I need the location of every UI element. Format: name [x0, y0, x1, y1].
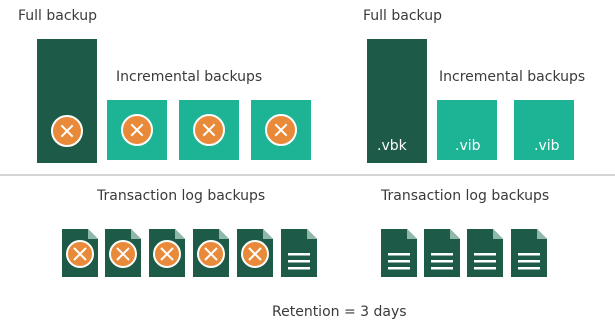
left-incremental-block-2: [179, 100, 239, 160]
section-divider: [0, 174, 615, 176]
right-incremental-block-1: .vib: [437, 100, 497, 160]
right-full-backup-label: Full backup: [363, 8, 442, 24]
deleted-x-icon: [193, 114, 225, 146]
vib-extension-label: .vib: [455, 138, 481, 154]
left-incremental-backups-label: Incremental backups: [116, 69, 263, 85]
retention-caption: Retention = 3 days: [272, 304, 407, 320]
log-file-icon: [467, 229, 503, 277]
vib-extension-label: .vib: [534, 138, 560, 154]
log-file-deleted-icon: [237, 229, 273, 277]
log-file-deleted-icon: [105, 229, 141, 277]
deleted-x-icon: [121, 114, 153, 146]
log-file-deleted-icon: [149, 229, 185, 277]
log-file-icon: [281, 229, 317, 277]
vbk-extension-label: .vbk: [377, 138, 407, 154]
right-full-backup-block: .vbk: [367, 39, 427, 163]
left-full-backup-block: [37, 39, 97, 163]
log-file-icon: [511, 229, 547, 277]
left-transaction-log-label: Transaction log backups: [97, 188, 266, 204]
deleted-x-icon: [51, 115, 83, 147]
left-incremental-block-3: [251, 100, 311, 160]
left-full-backup-label: Full backup: [18, 8, 97, 24]
right-incremental-backups-label: Incremental backups: [439, 69, 586, 85]
log-file-deleted-icon: [62, 229, 98, 277]
log-file-deleted-icon: [193, 229, 229, 277]
deleted-x-icon: [265, 114, 297, 146]
log-file-icon: [381, 229, 417, 277]
left-incremental-block-1: [107, 100, 167, 160]
right-incremental-block-2: .vib: [514, 100, 574, 160]
right-transaction-log-label: Transaction log backups: [381, 188, 550, 204]
log-file-icon: [424, 229, 460, 277]
